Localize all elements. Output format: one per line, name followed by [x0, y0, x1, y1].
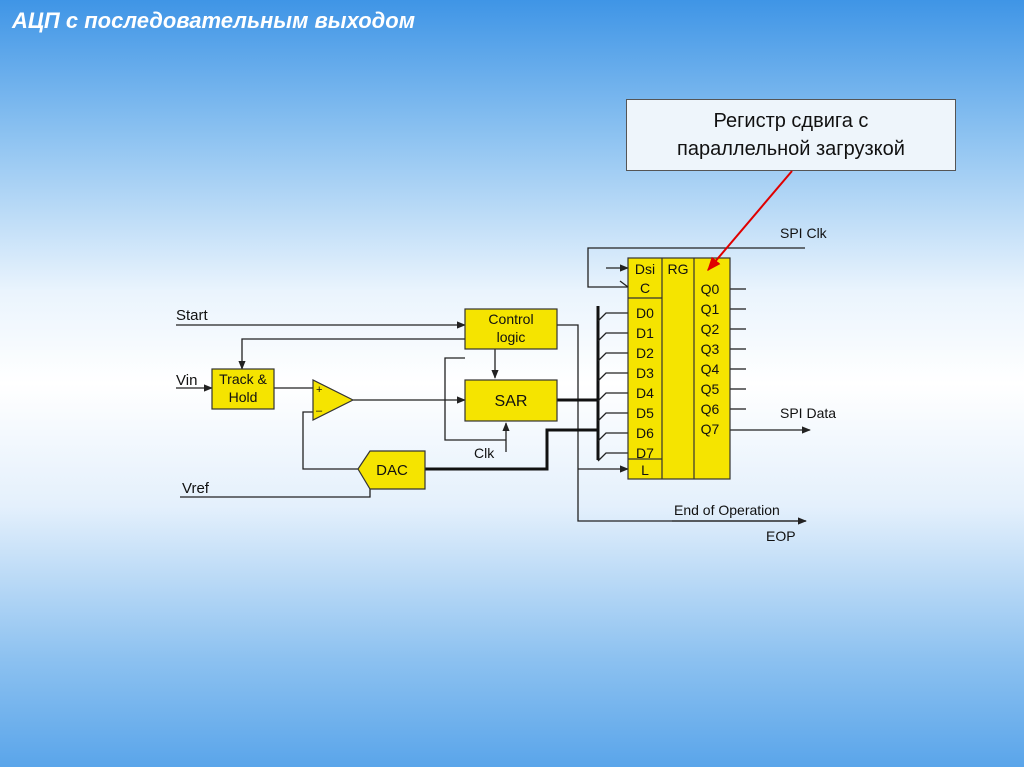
control-sar-link	[444, 357, 506, 441]
register-d2-label: D2	[636, 345, 654, 361]
bus-tap-d4	[597, 392, 628, 402]
register-q5-label: Q5	[701, 381, 720, 397]
sar-block	[464, 379, 558, 422]
spi-data-label: SPI Data	[780, 405, 836, 421]
register-q0-label: Q0	[701, 281, 720, 297]
register-q7-label: Q7	[701, 421, 720, 437]
clk-label: Clk	[474, 445, 495, 461]
comparator	[312, 379, 355, 421]
register-c: C	[640, 280, 650, 296]
bus-tap-d2	[597, 352, 628, 362]
callout-arrow	[707, 170, 793, 272]
register-q4-label: Q4	[701, 361, 720, 377]
start-label: Start	[176, 307, 209, 324]
control-logic-block	[464, 308, 558, 350]
register-d3-label: D3	[636, 365, 654, 381]
comparator-plus: +	[316, 384, 322, 396]
register-q1-label: Q1	[701, 301, 720, 317]
register-d5-label: D5	[636, 405, 654, 421]
eop-label: EOP	[766, 528, 796, 544]
bus-tap-d6	[597, 432, 628, 442]
register-d7-label: D7	[636, 445, 654, 461]
register-dsi: Dsi	[635, 261, 655, 277]
comparator-minus: –	[316, 405, 323, 417]
c-clock-tick	[619, 280, 629, 288]
register-q2-label: Q2	[701, 321, 720, 337]
dac-label: DAC	[376, 462, 408, 479]
vref-wire	[180, 489, 371, 498]
bus-tap-d1	[597, 332, 628, 342]
shift-register	[627, 257, 731, 480]
track-hold-block	[211, 368, 275, 410]
bus-tap-d7	[597, 452, 628, 462]
register-name: RG	[668, 261, 689, 277]
register-d6-label: D6	[636, 425, 654, 441]
track-hold-label-1: Track &	[219, 371, 267, 387]
bus-tap-d3	[597, 372, 628, 382]
register-q6-label: Q6	[701, 401, 720, 417]
control-label-2: logic	[497, 329, 526, 345]
register-l: L	[641, 462, 649, 478]
register-q3-label: Q3	[701, 341, 720, 357]
register-d1-label: D1	[636, 325, 654, 341]
bus-tap-d0	[597, 312, 628, 322]
sar-label: SAR	[495, 393, 528, 410]
spi-clk-label: SPI Clk	[780, 225, 828, 241]
spi-clk-wire	[587, 247, 805, 288]
callout-line-2: параллельной загрузкой	[677, 138, 905, 160]
control-label-1: Control	[488, 311, 533, 327]
vin-label: Vin	[176, 372, 197, 389]
track-hold-label-2: Hold	[229, 389, 258, 405]
dac-to-comp-wire	[302, 411, 358, 470]
dac-bus	[425, 428, 598, 471]
end-of-operation-label: End of Operation	[674, 502, 780, 518]
dac-block	[357, 450, 426, 490]
callout-line-1: Регистр сдвига с	[713, 110, 869, 132]
register-d0-label: D0	[636, 305, 654, 321]
shift-register-callout: Регистр сдвига с параллельной загрузкой	[626, 99, 956, 171]
register-d4-label: D4	[636, 385, 654, 401]
bus-tap-d5	[597, 412, 628, 422]
vref-label: Vref	[182, 480, 210, 497]
control-to-track-wire	[238, 338, 465, 370]
slide-title: АЦП с последовательным выходом	[12, 8, 415, 33]
